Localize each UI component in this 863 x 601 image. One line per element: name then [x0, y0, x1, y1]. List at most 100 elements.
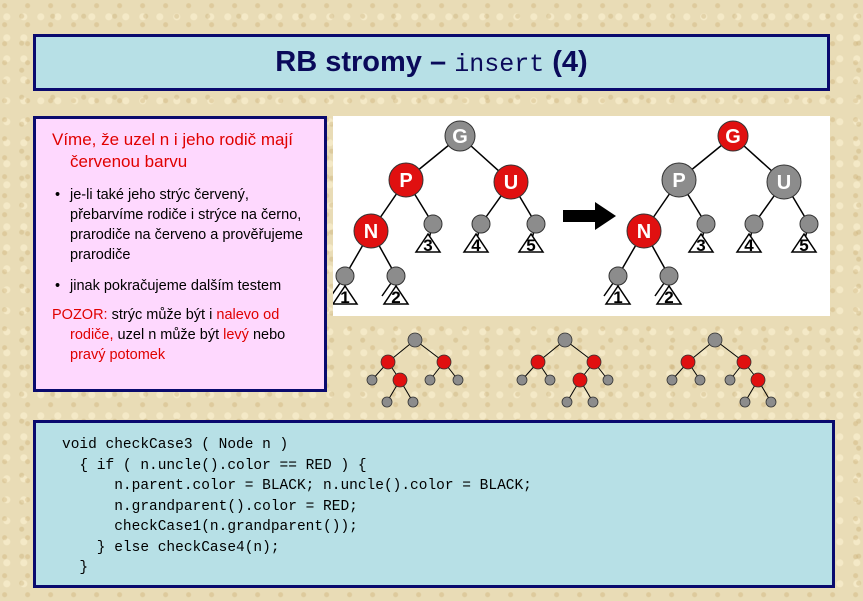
before-leaf-b [471, 214, 491, 234]
mini-2-left [530, 354, 546, 370]
after-node-p: P [661, 162, 697, 198]
mini-1-leaf-l [381, 396, 393, 408]
mini-3-root [707, 332, 723, 348]
bullet-otherwise: jinak pokračujeme dalším testem [52, 276, 312, 296]
code-line: n.parent.color = BLACK; n.uncle().color … [62, 478, 532, 494]
code-line: } else checkCase4(n); [62, 539, 280, 556]
svg-text:1: 1 [613, 288, 622, 307]
after-leaf-d [608, 266, 628, 286]
warning-part-3: nebo [248, 327, 286, 343]
before-leaf-d [335, 266, 355, 286]
svg-text:3: 3 [423, 236, 432, 255]
svg-text:4: 4 [471, 236, 481, 255]
svg-text:2: 2 [664, 288, 673, 307]
svg-text:5: 5 [526, 236, 535, 255]
svg-text:U: U [504, 172, 518, 194]
mini-3-leaf-r [765, 396, 777, 408]
warning-text: POZOR: strýc může být i nalevo od rodiče… [52, 305, 312, 365]
after-node-g: G [717, 120, 749, 152]
after-subtree-3: 3 [687, 232, 715, 255]
before-leaf-a [423, 214, 443, 234]
title-prefix: RB stromy – [275, 46, 455, 78]
mini-3-child-3 [750, 372, 766, 388]
mini-2-leaf-r [587, 396, 599, 408]
bullet-list: je-li také jeho strýc červený, přebarvím… [52, 185, 312, 296]
bullet-recolor: je-li také jeho strýc červený, přebarvím… [52, 185, 312, 265]
warning-highlight-2: levý [223, 327, 249, 343]
after-node-n: N [626, 213, 662, 249]
mini-2-child-0 [516, 374, 528, 386]
mini-tree-variants [366, 332, 777, 408]
svg-text:1: 1 [340, 288, 349, 307]
warning-part-2: uzel n může být [113, 327, 224, 343]
before-subtree-5: 5 [517, 232, 545, 255]
mini-2-right [586, 354, 602, 370]
warning-part-1: strýc může být i [107, 307, 217, 323]
before-subtree-4: 4 [462, 232, 490, 255]
before-node-p: P [388, 162, 424, 198]
before-leaf-c [526, 214, 546, 234]
after-leaf-c [799, 214, 819, 234]
after-leaf-a [696, 214, 716, 234]
after-subtree-4: 4 [735, 232, 763, 255]
mini-3-left [680, 354, 696, 370]
lead-text: Víme, že uzel n i jeho rodič mají červen… [52, 130, 293, 171]
mini-2-leaf-l [561, 396, 573, 408]
mini-1-right [436, 354, 452, 370]
after-node-u: U [766, 164, 802, 200]
code-line: n.grandparent().color = RED; [62, 498, 358, 515]
code-line: checkCase1(n.grandparent()); [62, 519, 358, 535]
after-subtree-1: 1 [604, 284, 632, 307]
code-box: void checkCase3 ( Node n ) { if ( n.uncl… [33, 420, 835, 588]
before-subtree-3: 3 [414, 232, 442, 255]
after-subtree-2: 2 [655, 284, 683, 307]
mini-1-child-2 [424, 374, 436, 386]
code-line: } [62, 560, 89, 576]
mini-3-child-2 [724, 374, 736, 386]
mini-1-left [380, 354, 396, 370]
svg-text:G: G [452, 126, 468, 148]
mini-3-leaf-l [739, 396, 751, 408]
before-subtree-2: 2 [382, 284, 410, 307]
mini-1-child-3 [452, 374, 464, 386]
svg-text:3: 3 [696, 236, 705, 255]
before-leaf-e [386, 266, 406, 286]
svg-text:4: 4 [744, 236, 754, 255]
code-line: void checkCase3 ( Node n ) [62, 437, 289, 453]
title-code: insert [454, 50, 545, 79]
svg-text:P: P [672, 170, 685, 192]
mini-2-child-2 [572, 372, 588, 388]
slide-title: RB stromy – insert (4) [275, 46, 587, 79]
mini-2-child-3 [602, 374, 614, 386]
before-subtree-1: 1 [333, 284, 359, 307]
svg-text:2: 2 [391, 288, 400, 307]
code-block: void checkCase3 ( Node n ) { if ( n.uncl… [62, 435, 832, 579]
warning-highlight-1: nalevo od rodiče, [70, 307, 280, 343]
warning-label: POZOR: [52, 307, 108, 323]
code-line: { if ( n.uncle().color == RED ) { [62, 457, 367, 474]
after-leaf-e [659, 266, 679, 286]
arrow-icon [563, 202, 616, 230]
title-box: RB stromy – insert (4) [33, 34, 830, 91]
warning-highlight-3: pravý potomek [70, 347, 166, 363]
svg-text:N: N [364, 221, 378, 243]
mini-1-leaf-r [407, 396, 419, 408]
before-node-u: U [493, 164, 529, 200]
title-suffix: (4) [544, 46, 588, 78]
svg-text:5: 5 [799, 236, 808, 255]
mini-3-child-0 [666, 374, 678, 386]
svg-text:N: N [637, 221, 651, 243]
after-subtree-5: 5 [790, 232, 818, 255]
mini-3-right [736, 354, 752, 370]
after-leaf-b [744, 214, 764, 234]
before-node-n: N [353, 213, 389, 249]
mini-1-child-1 [392, 372, 408, 388]
tree-recolor-diagram: 3 4 5 1 2 G P U N 3 4 5 1 2 G P U N [333, 116, 830, 316]
svg-text:P: P [399, 170, 412, 192]
mini-3-child-1 [694, 374, 706, 386]
svg-text:U: U [777, 172, 791, 194]
info-box: Víme, že uzel n i jeho rodič mají červen… [33, 116, 327, 392]
mini-2-root [557, 332, 573, 348]
before-node-g: G [444, 120, 476, 152]
mini-1-root [407, 332, 423, 348]
